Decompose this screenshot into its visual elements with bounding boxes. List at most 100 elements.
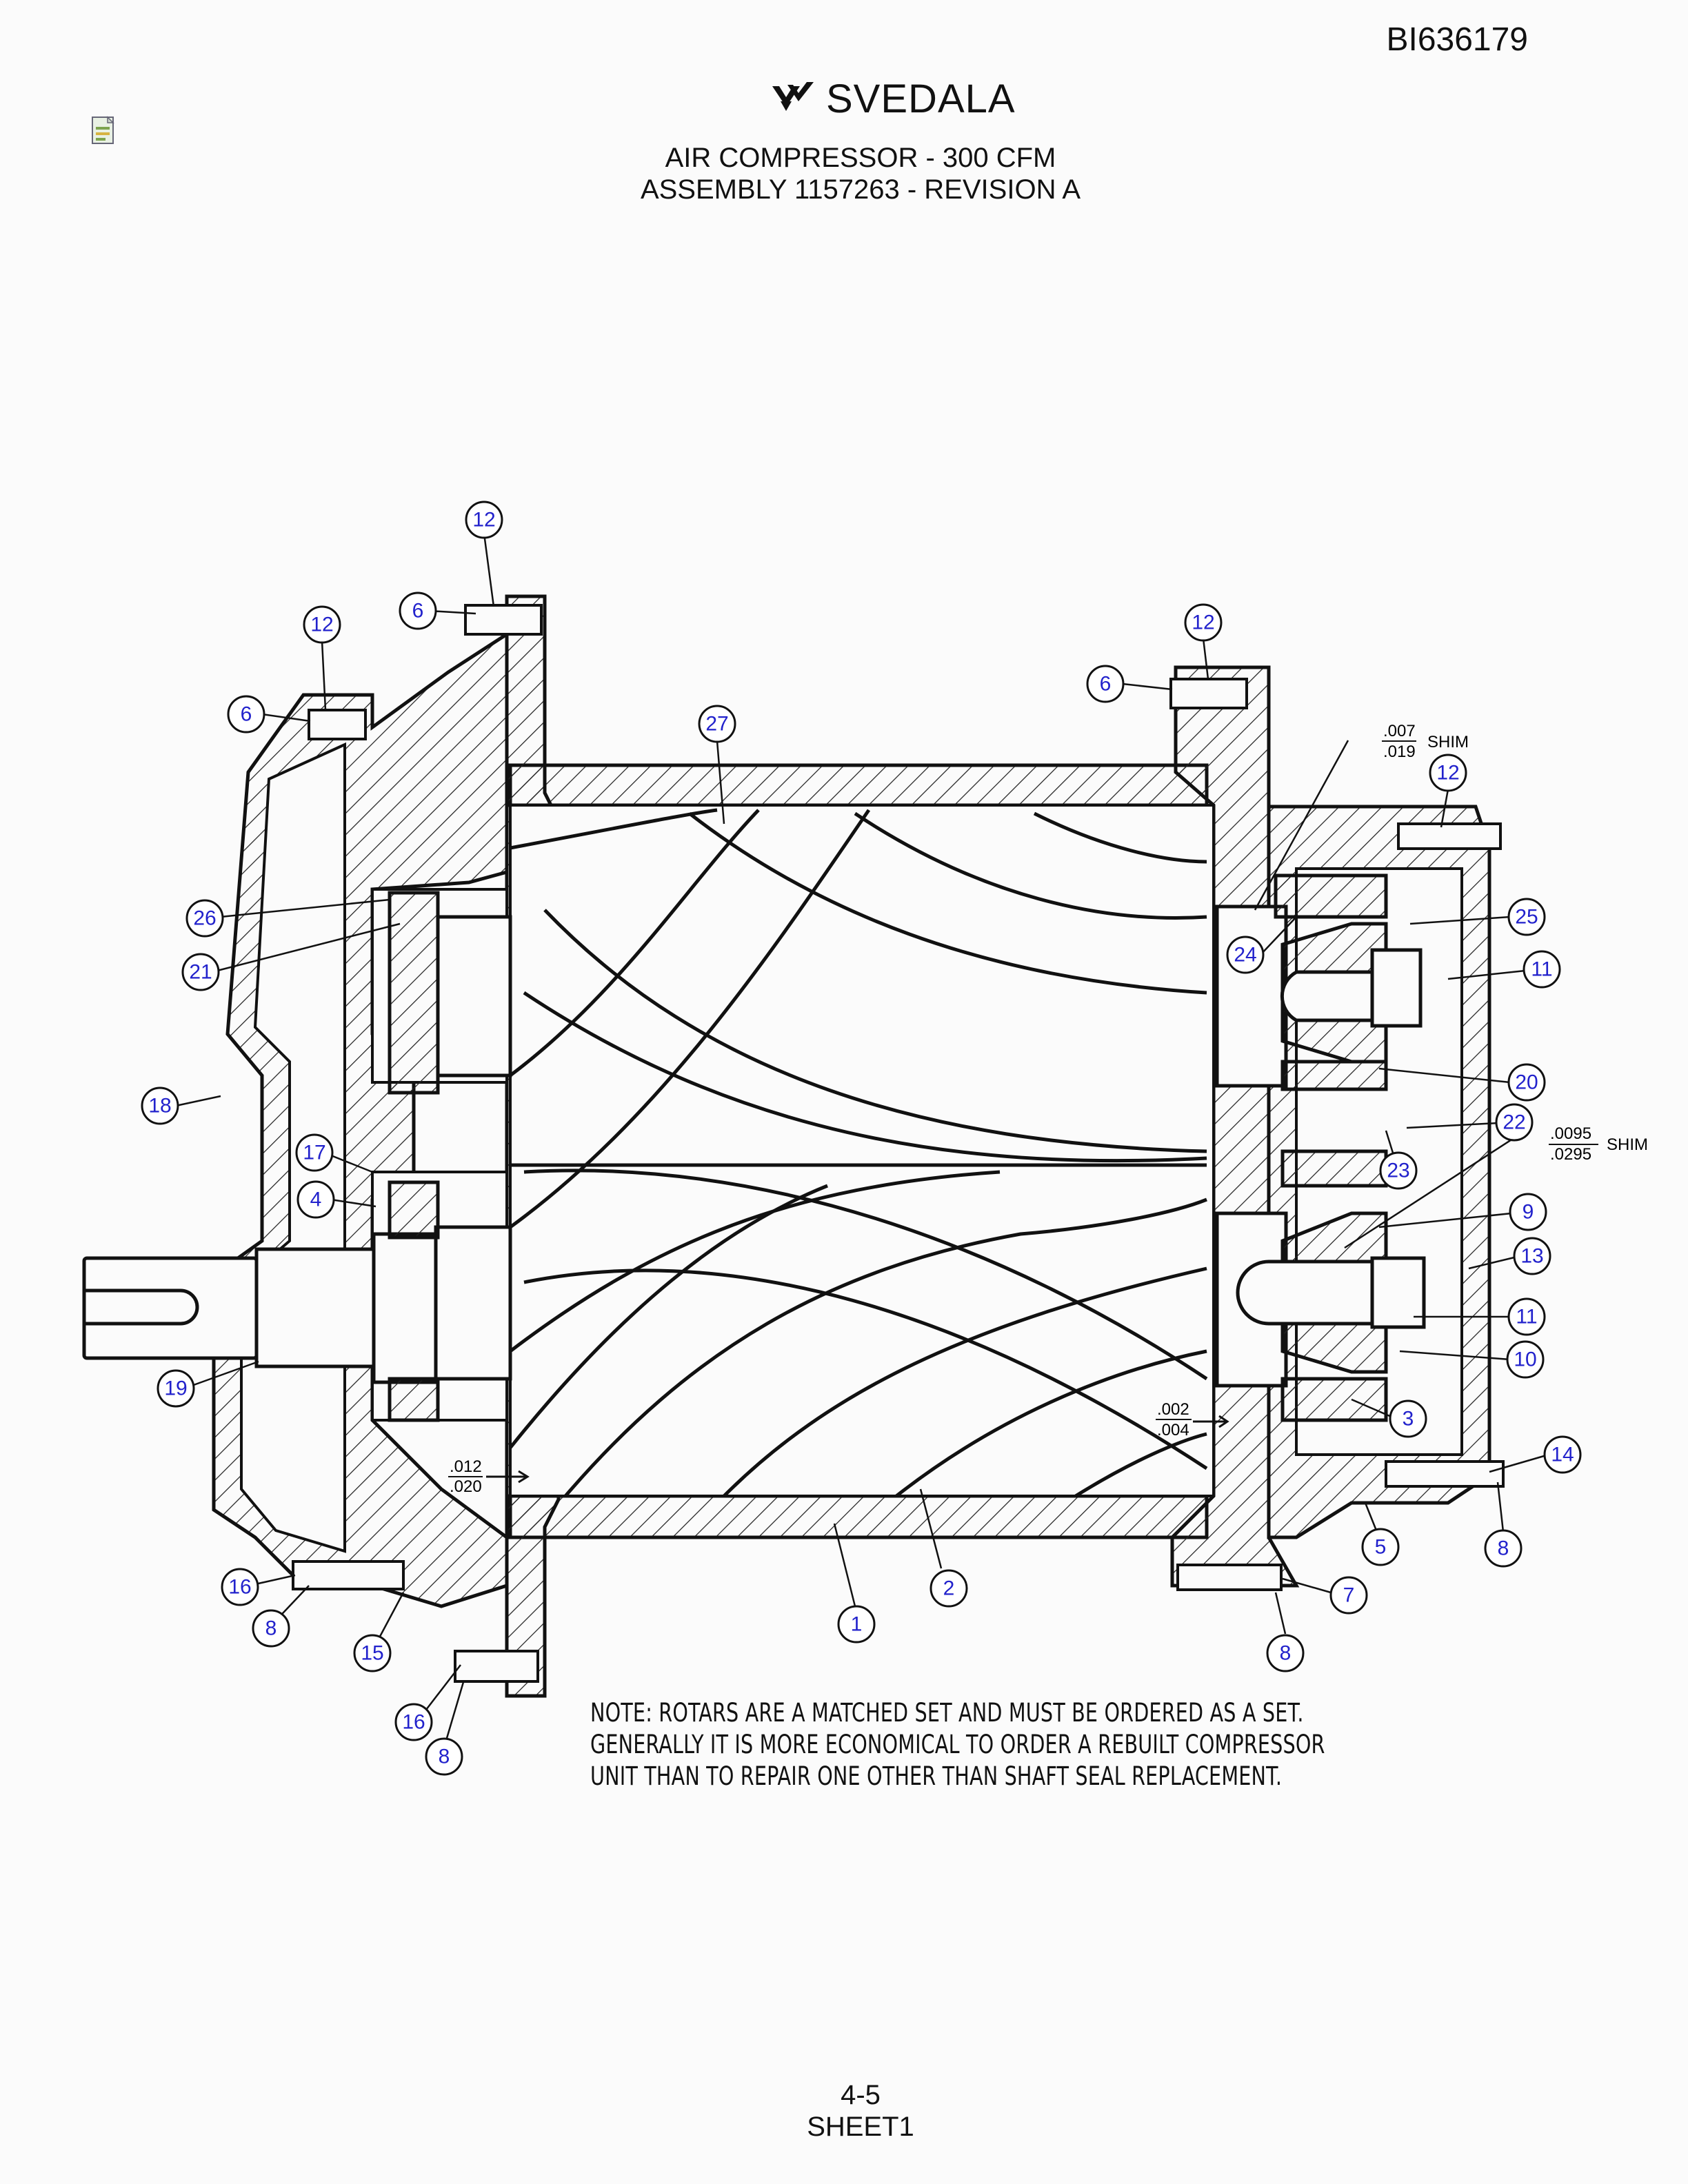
callout-8-a[interactable]: 8 bbox=[1484, 1529, 1523, 1568]
callout-18[interactable]: 18 bbox=[141, 1086, 179, 1125]
svg-text:21: 21 bbox=[189, 961, 212, 984]
callout-8-d[interactable]: 8 bbox=[425, 1737, 463, 1776]
svg-text:2: 2 bbox=[943, 1577, 955, 1600]
page-footer: 4-5 SHEET1 bbox=[0, 2079, 1688, 2143]
shim2-dim-bottom: .0295 bbox=[1550, 1145, 1591, 1164]
svg-text:11: 11 bbox=[1516, 1306, 1537, 1328]
shim2-dim-top: .0095 bbox=[1550, 1124, 1591, 1143]
svg-text:12: 12 bbox=[1436, 762, 1459, 785]
dimension-labels: .007 .019 SHIM .0095 .0295 SHIM .012 .02… bbox=[448, 722, 1648, 1496]
callout-12-c[interactable]: 12 bbox=[1184, 603, 1223, 642]
part-callouts: 12 6 12 6 27 12 6 12 26 21 24 25 11 20 1… bbox=[141, 501, 1582, 1776]
note-line-2: GENERALLY IT IS MORE ECONOMICAL TO ORDER… bbox=[590, 1730, 1325, 1759]
callout-13[interactable]: 13 bbox=[1513, 1237, 1551, 1275]
callout-16-a[interactable]: 16 bbox=[221, 1568, 259, 1606]
svg-text:22: 22 bbox=[1503, 1111, 1525, 1134]
callout-21[interactable]: 21 bbox=[181, 953, 220, 991]
callout-8-b[interactable]: 8 bbox=[252, 1609, 290, 1648]
callout-3[interactable]: 3 bbox=[1389, 1399, 1427, 1438]
svg-text:14: 14 bbox=[1551, 1444, 1574, 1466]
callout-17[interactable]: 17 bbox=[295, 1133, 334, 1172]
svg-text:6: 6 bbox=[412, 600, 424, 623]
page-number: 4-5 bbox=[841, 2080, 881, 2110]
brand-logo: SVEDALA bbox=[771, 74, 1016, 123]
svg-text:8: 8 bbox=[1280, 1642, 1292, 1665]
brand-name: SVEDALA bbox=[826, 76, 1016, 121]
callout-15[interactable]: 15 bbox=[353, 1634, 392, 1672]
callout-27[interactable]: 27 bbox=[698, 705, 736, 743]
note-line-3: UNIT THAN TO REPAIR ONE OTHER THAN SHAFT… bbox=[590, 1761, 1283, 1791]
leader-lines bbox=[175, 533, 1549, 1743]
svg-text:1: 1 bbox=[851, 1613, 863, 1636]
callout-7[interactable]: 7 bbox=[1329, 1576, 1368, 1615]
shim-label: SHIM bbox=[1427, 733, 1469, 751]
callout-12-b[interactable]: 12 bbox=[303, 605, 341, 644]
callout-2[interactable]: 2 bbox=[930, 1569, 968, 1608]
callout-23[interactable]: 23 bbox=[1379, 1151, 1418, 1190]
callout-26[interactable]: 26 bbox=[185, 899, 224, 938]
callout-12-d[interactable]: 12 bbox=[1429, 754, 1467, 792]
title-line-2: ASSEMBLY 1157263 - REVISION A bbox=[640, 174, 1081, 205]
bolts bbox=[292, 604, 1505, 1683]
svg-text:26: 26 bbox=[193, 907, 216, 930]
svg-text:16: 16 bbox=[402, 1711, 425, 1734]
svg-text:3: 3 bbox=[1403, 1408, 1414, 1430]
svg-text:12: 12 bbox=[1192, 611, 1214, 634]
callout-11-b[interactable]: 11 bbox=[1507, 1297, 1546, 1336]
svg-text:4: 4 bbox=[310, 1189, 322, 1211]
callout-4[interactable]: 4 bbox=[297, 1180, 335, 1219]
callout-20[interactable]: 20 bbox=[1507, 1063, 1546, 1102]
svg-text:17: 17 bbox=[303, 1142, 325, 1164]
clearance-right-top: .002 bbox=[1157, 1400, 1189, 1419]
svg-text:19: 19 bbox=[164, 1377, 187, 1400]
callout-14[interactable]: 14 bbox=[1543, 1435, 1582, 1474]
ordering-note: NOTE: ROTARS ARE A MATCHED SET AND MUST … bbox=[590, 1697, 1325, 1792]
callout-10[interactable]: 10 bbox=[1506, 1340, 1545, 1379]
svg-text:8: 8 bbox=[1498, 1537, 1509, 1560]
svedala-chevron-logo-icon bbox=[772, 82, 814, 111]
callout-8-c[interactable]: 8 bbox=[1266, 1634, 1305, 1672]
callout-6-c[interactable]: 6 bbox=[1086, 665, 1125, 703]
svg-text:24: 24 bbox=[1234, 944, 1256, 967]
svg-text:16: 16 bbox=[228, 1576, 251, 1599]
callout-25[interactable]: 25 bbox=[1507, 898, 1546, 936]
drawing-title: AIR COMPRESSOR - 300 CFM ASSEMBLY 115726… bbox=[0, 142, 1688, 205]
sheet-label: SHEET1 bbox=[807, 2112, 914, 2142]
svg-text:12: 12 bbox=[472, 509, 495, 532]
callout-9[interactable]: 9 bbox=[1509, 1193, 1547, 1231]
svg-text:20: 20 bbox=[1515, 1071, 1538, 1094]
document-number: BI636179 bbox=[1386, 21, 1528, 58]
svg-text:7: 7 bbox=[1343, 1584, 1355, 1607]
callout-22[interactable]: 22 bbox=[1495, 1103, 1534, 1142]
clearance-left-top: .012 bbox=[450, 1457, 482, 1476]
callout-11-a[interactable]: 11 bbox=[1523, 950, 1561, 989]
shaft-and-bearings bbox=[82, 873, 1426, 1422]
clearance-left-bottom: .020 bbox=[450, 1477, 482, 1496]
svg-text:5: 5 bbox=[1375, 1536, 1387, 1559]
note-line-1: NOTE: ROTARS ARE A MATCHED SET AND MUST … bbox=[590, 1698, 1304, 1728]
svg-text:18: 18 bbox=[148, 1095, 171, 1118]
shim2-label: SHIM bbox=[1607, 1135, 1648, 1154]
svg-text:8: 8 bbox=[265, 1617, 277, 1640]
callout-16-b[interactable]: 16 bbox=[394, 1703, 433, 1741]
svg-text:25: 25 bbox=[1515, 906, 1538, 929]
callout-6-b[interactable]: 6 bbox=[227, 695, 265, 734]
callout-12-a[interactable]: 12 bbox=[465, 501, 503, 539]
svg-text:27: 27 bbox=[705, 713, 728, 736]
callout-24[interactable]: 24 bbox=[1226, 936, 1265, 974]
callout-6-a[interactable]: 6 bbox=[399, 592, 437, 630]
svg-text:10: 10 bbox=[1514, 1348, 1536, 1371]
svg-text:13: 13 bbox=[1520, 1245, 1543, 1268]
svg-text:8: 8 bbox=[439, 1746, 450, 1768]
svg-text:12: 12 bbox=[310, 614, 333, 636]
svg-text:6: 6 bbox=[1100, 673, 1112, 696]
svg-text:11: 11 bbox=[1531, 958, 1552, 981]
svg-text:9: 9 bbox=[1523, 1201, 1534, 1224]
callout-1[interactable]: 1 bbox=[837, 1605, 876, 1644]
svg-text:6: 6 bbox=[241, 703, 252, 726]
svg-text:23: 23 bbox=[1387, 1160, 1409, 1182]
callout-5[interactable]: 5 bbox=[1361, 1528, 1400, 1566]
callout-19[interactable]: 19 bbox=[157, 1369, 195, 1408]
document-icon[interactable] bbox=[91, 116, 117, 146]
